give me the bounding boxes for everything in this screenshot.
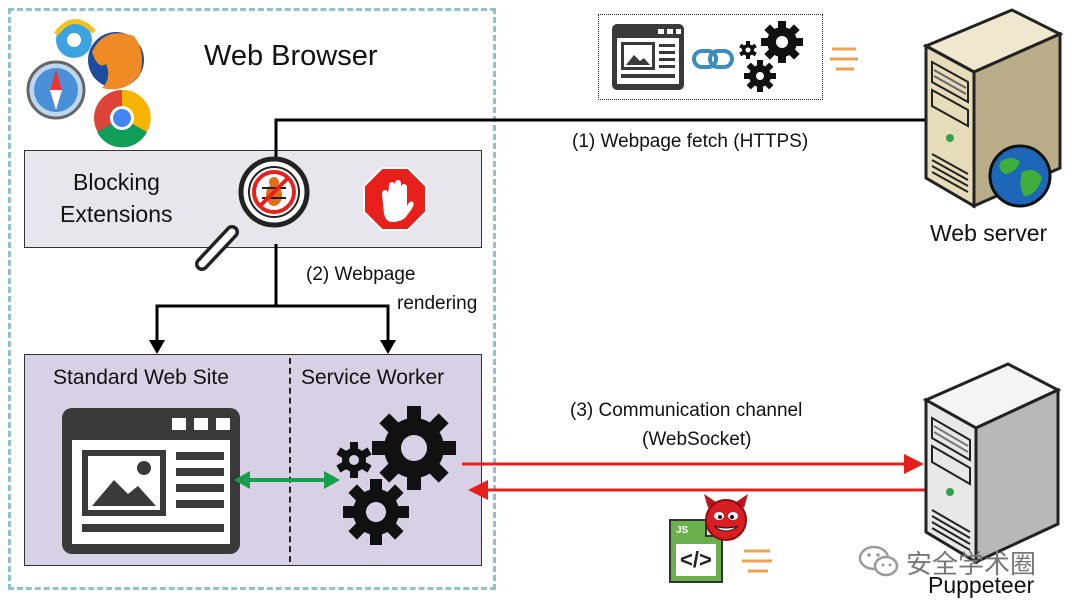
fetched-webpage-icon bbox=[612, 24, 684, 90]
render-label-line2: rendering bbox=[397, 293, 478, 314]
service-worker-gears-icon bbox=[336, 406, 456, 545]
motion-lines-icon bbox=[830, 47, 858, 71]
blocking-label-line1: Blocking bbox=[73, 169, 160, 195]
browser-title: Web Browser bbox=[204, 40, 378, 72]
browser-frame bbox=[8, 8, 496, 590]
web-server-label: Web server bbox=[930, 220, 1048, 246]
channel-label-line2: (WebSocket) bbox=[642, 429, 752, 450]
puppeteer-server-icon bbox=[922, 362, 1062, 565]
fetch-label: (1) Webpage fetch (HTTPS) bbox=[572, 131, 809, 152]
service-worker-label: Service Worker bbox=[301, 366, 445, 389]
wechat-icon bbox=[858, 545, 899, 577]
render-label-line1: (2) Webpage bbox=[306, 264, 416, 285]
stop-hand-icon bbox=[363, 167, 427, 231]
watermark-text: 安全学术圈 bbox=[906, 550, 1037, 580]
fetched-gears-icon bbox=[739, 21, 803, 92]
webpage-icon bbox=[62, 408, 240, 554]
payload-motion-lines-icon bbox=[742, 549, 772, 573]
internal-channel-arrow bbox=[234, 471, 340, 489]
devil-icon bbox=[704, 494, 748, 541]
puppeteer-label: Puppeteer bbox=[928, 572, 1035, 598]
link-icon bbox=[692, 49, 734, 69]
js-code-glyph: </> bbox=[680, 547, 712, 572]
blocking-label-line2: Extensions bbox=[60, 201, 173, 227]
web-server-icon bbox=[922, 8, 1064, 209]
magnifier-bug-icon bbox=[195, 156, 310, 271]
channel-label-line1: (3) Communication channel bbox=[570, 400, 803, 421]
js-file-tag: JS bbox=[676, 525, 689, 536]
browser-logos-icon bbox=[26, 19, 151, 148]
standard-site-label: Standard Web Site bbox=[53, 366, 229, 389]
fetched-resource-box bbox=[598, 14, 823, 100]
site-divider bbox=[289, 358, 291, 562]
